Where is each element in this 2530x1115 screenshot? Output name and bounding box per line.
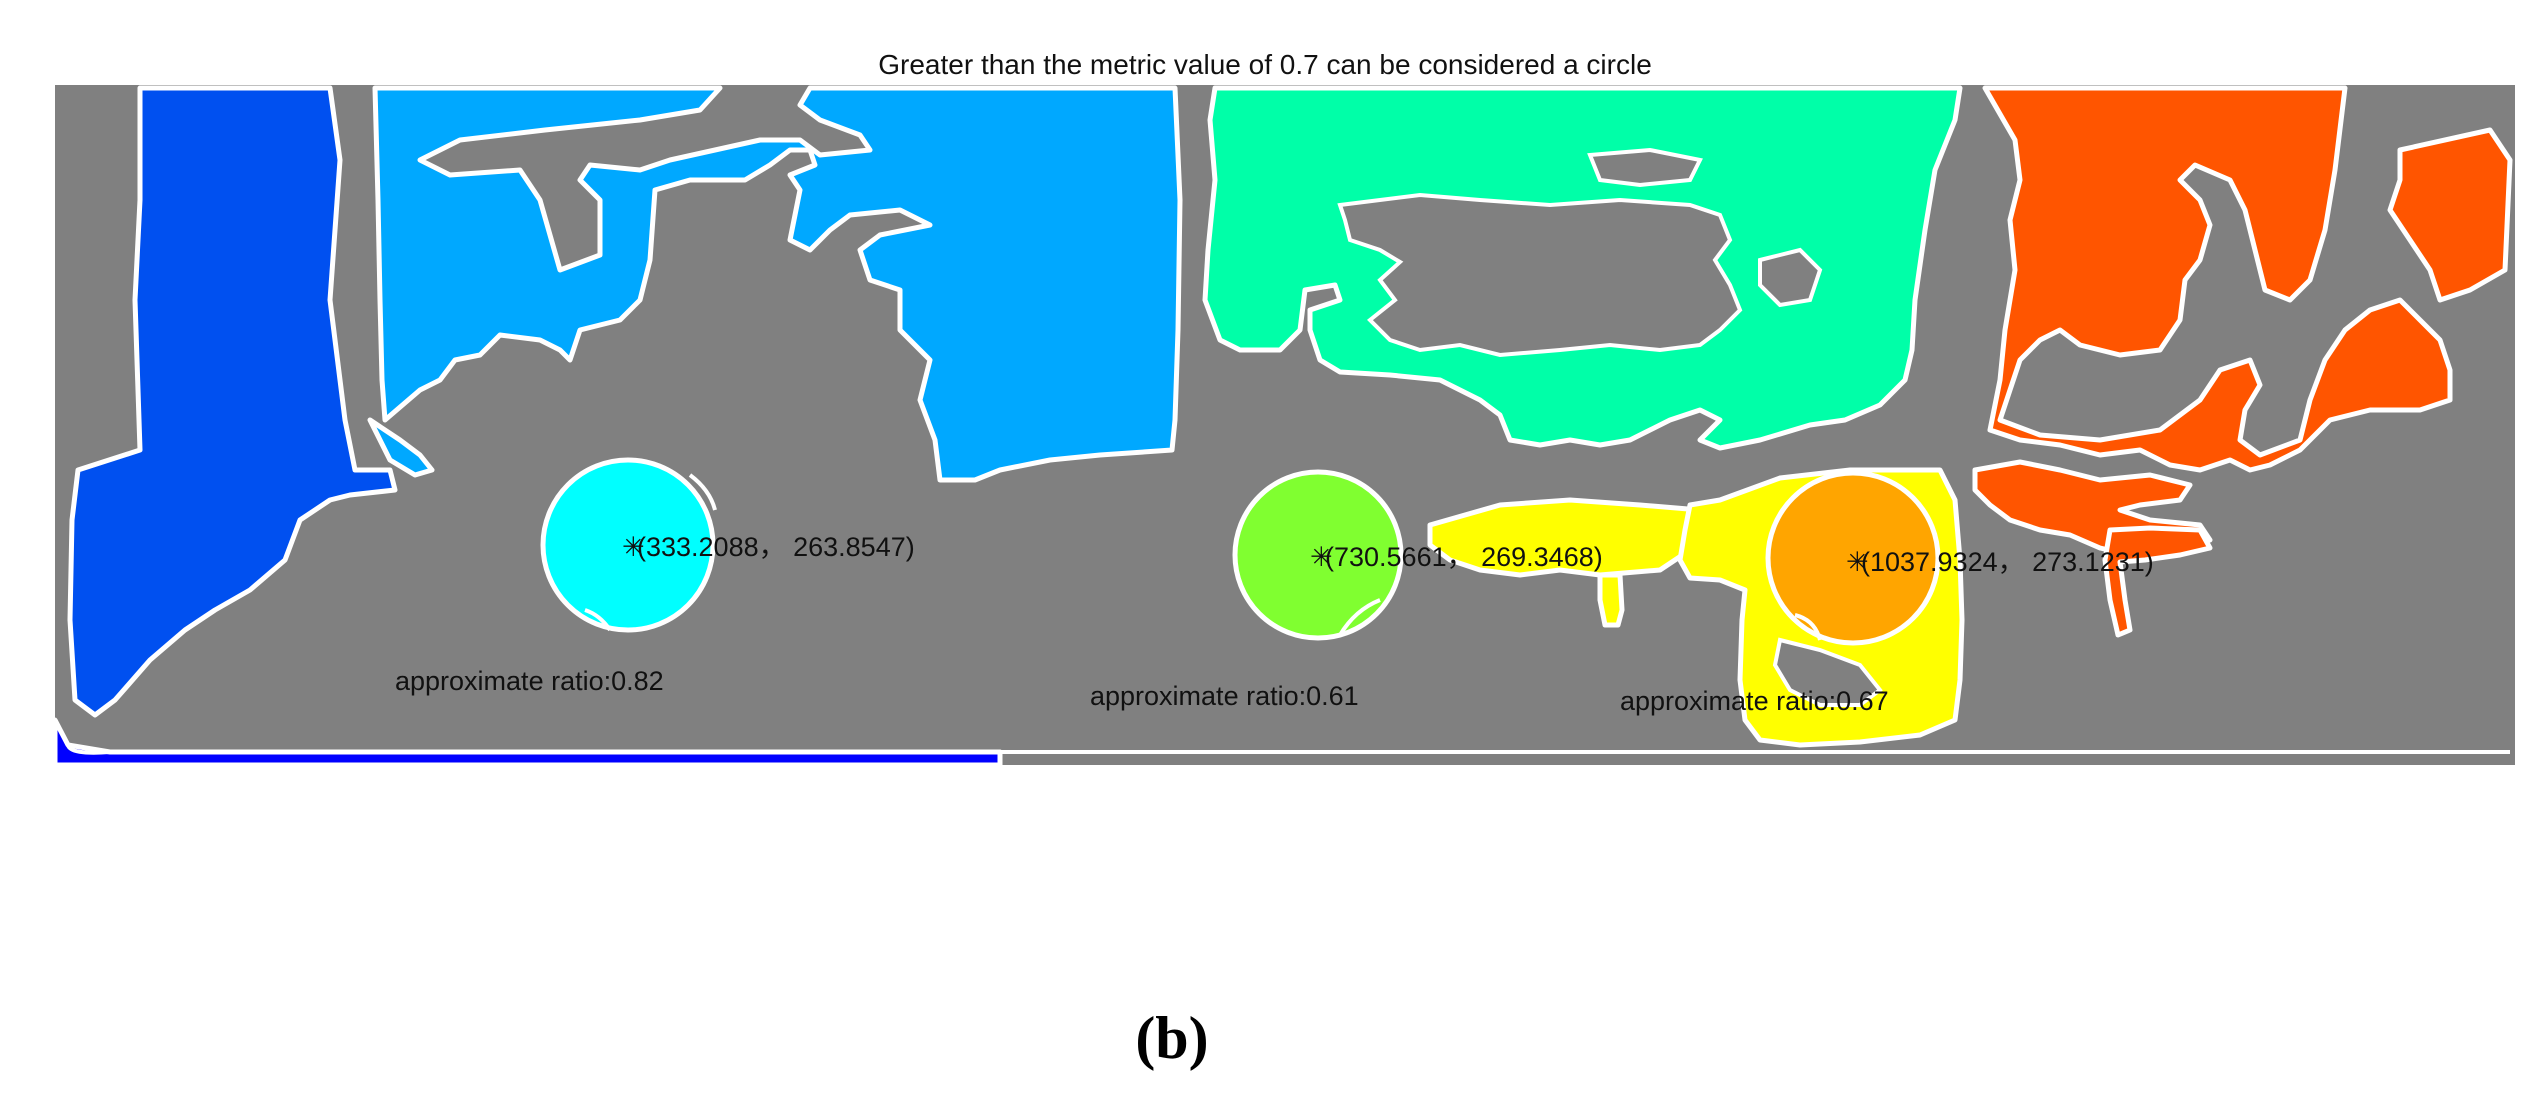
green-circle (1232, 469, 1404, 641)
circle-group-cyan: ✳ (333.2088， 263.8547) approximate ratio… (395, 457, 915, 696)
orange-center-marker: ✳ (1846, 547, 1869, 577)
cyan-center-label: (333.2088， 263.8547) (637, 532, 915, 562)
green-hole-large (1337, 192, 1743, 358)
orange-circle (1765, 470, 1941, 646)
region-yellow-bar (1427, 497, 1703, 578)
green-circle-notch (1338, 598, 1381, 637)
cyan-circle-notch (584, 608, 612, 632)
region-light-blue-arm (367, 417, 435, 478)
region-orange-right (2387, 127, 2513, 303)
orange-center-label: (1037.9324， 273.1231) (1861, 547, 2154, 577)
region-orange-tail (2102, 525, 2213, 638)
panel-inner-border (66, 744, 2510, 755)
green-center-label: (730.5661， 269.3468) (1325, 542, 1603, 572)
region-orange (1982, 85, 2453, 473)
green-ratio-label: approximate ratio:0.61 (1090, 681, 1359, 711)
green-hole-right (1758, 247, 1823, 308)
green-hole-small (1587, 147, 1703, 188)
yellow-hole (1772, 637, 1883, 707)
cyan-circle-notch-2 (688, 473, 717, 511)
orange-circle-notch (1794, 613, 1822, 641)
cyan-circle (540, 457, 716, 633)
region-light-blue (372, 85, 1183, 483)
cyan-center-marker: ✳ (622, 532, 645, 562)
circle-group-green: ✳ (730.5661， 269.3468) approximate ratio… (1090, 469, 1603, 711)
region-dark-blue (67, 85, 398, 718)
figure-title: Greater than the metric value of 0.7 can… (878, 49, 1652, 80)
green-center-marker: ✳ (1310, 542, 1333, 572)
cyan-ratio-label: approximate ratio:0.82 (395, 666, 664, 696)
orange-ratio-label: approximate ratio:0.67 (1620, 686, 1889, 716)
circle-group-orange: ✳ (1037.9324， 273.1231) approximate rati… (1620, 470, 2154, 716)
panel-label: (b) (1135, 1005, 1208, 1071)
region-yellow-drip (1597, 572, 1625, 628)
